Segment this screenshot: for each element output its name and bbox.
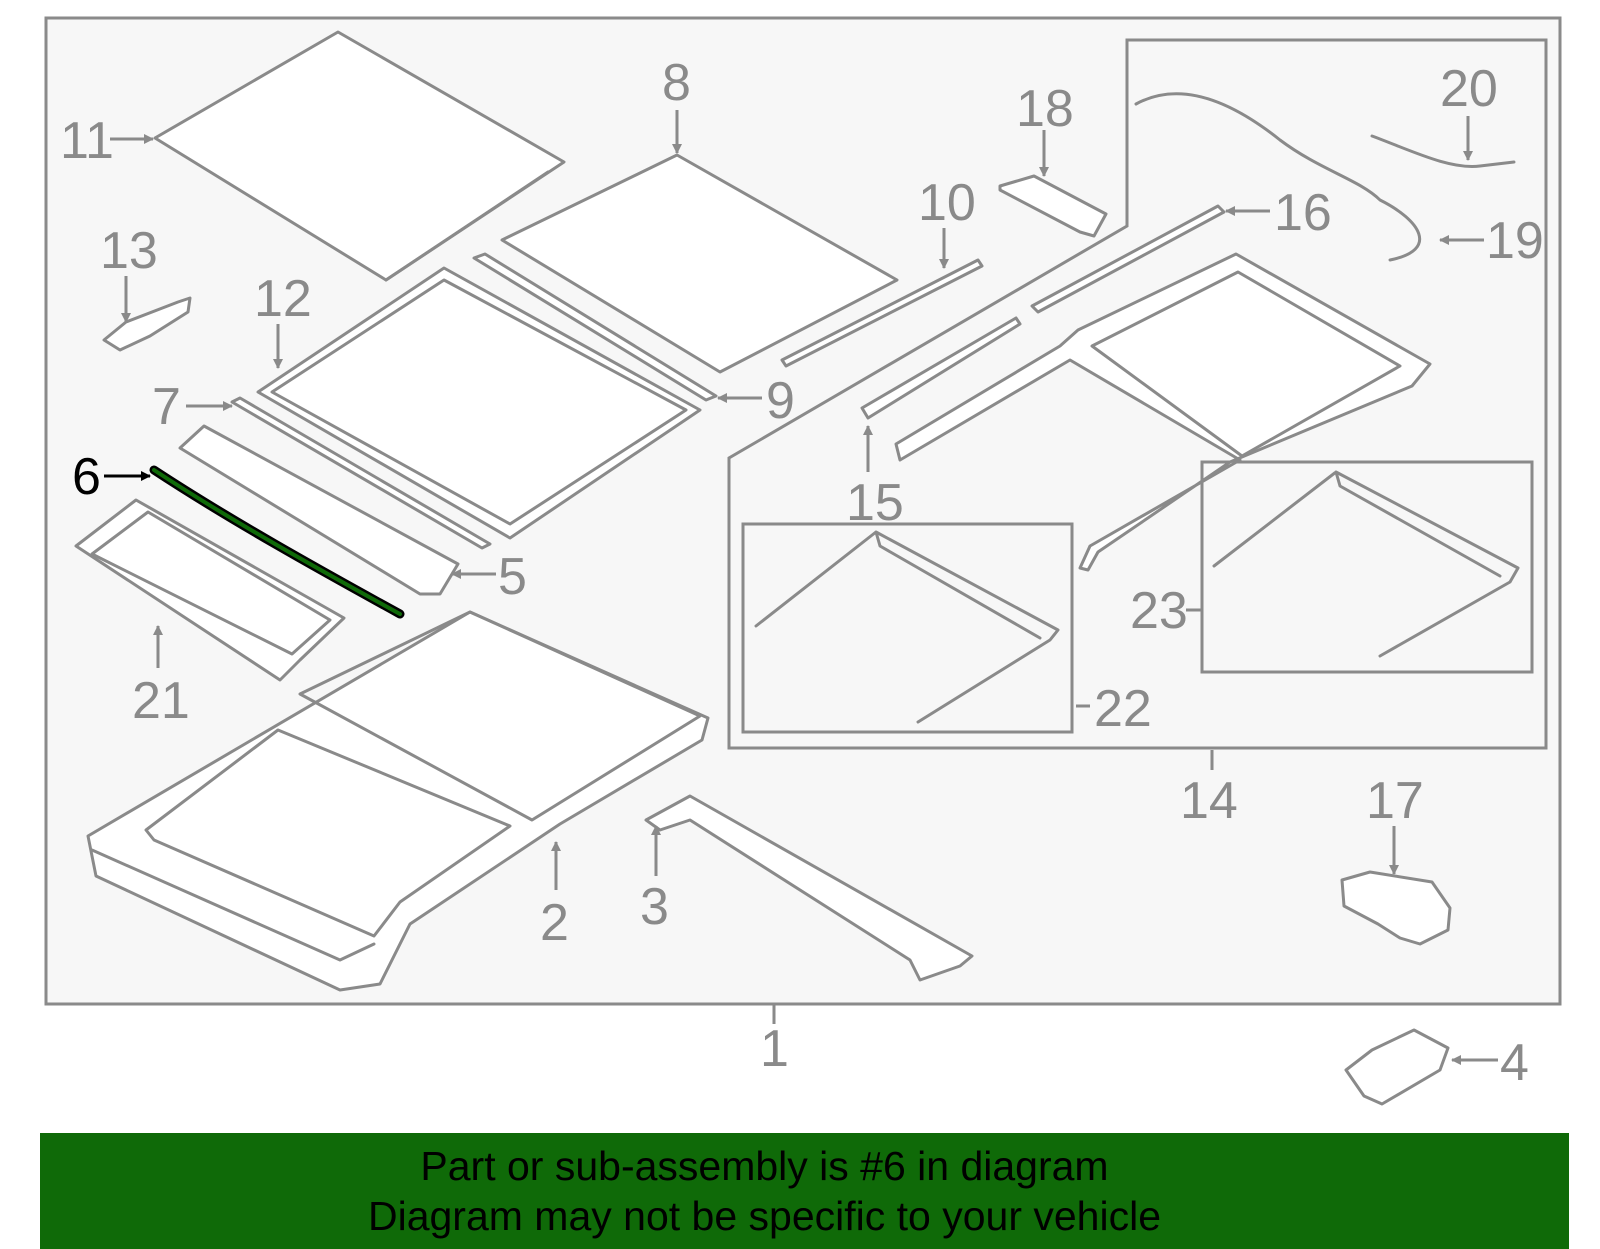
callout-14: 14 — [1180, 772, 1238, 830]
part-14-frame — [894, 252, 1432, 572]
part-8-glass — [500, 153, 899, 374]
part-7-strip — [230, 396, 492, 550]
part-20-harness — [1370, 134, 1516, 169]
callout-16: 16 — [1274, 184, 1332, 242]
banner-line-2: Diagram may not be specific to your vehi… — [367, 1193, 1161, 1239]
callout-5: 5 — [498, 548, 527, 606]
callout-12: 12 — [254, 270, 312, 328]
part-17-bracket — [1340, 870, 1452, 946]
callout-8: 8 — [662, 54, 691, 112]
callout-10: 10 — [918, 174, 976, 232]
callout-11: 11 — [60, 112, 114, 170]
info-banner: Part or sub-assembly is #6 in diagram Di… — [40, 1133, 1569, 1249]
part-15-guide — [860, 316, 1022, 420]
part-12-frame — [256, 266, 702, 540]
callout-2: 2 — [540, 894, 569, 952]
callout-22: 22 — [1094, 680, 1152, 738]
part-16-rail — [1030, 204, 1226, 314]
part-13-clip — [102, 296, 192, 352]
callout-7: 7 — [152, 378, 181, 436]
part-23-assembly — [1212, 470, 1520, 658]
assembly-14-frame — [727, 38, 1548, 750]
part-19-harness — [1134, 92, 1422, 262]
banner-line-1: Part or sub-assembly is #6 in diagram — [420, 1143, 1109, 1189]
callout-1: 1 — [760, 1020, 789, 1078]
callout-21: 21 — [132, 672, 190, 730]
part-21-sunshade — [74, 498, 346, 682]
part-22-assembly — [754, 530, 1060, 724]
part-18-bracket — [998, 174, 1108, 238]
callout-6: 6 — [72, 448, 101, 506]
assembly-22-frame — [741, 522, 1074, 734]
callout-20: 20 — [1440, 60, 1498, 118]
callout-9: 9 — [766, 372, 795, 430]
part-11-roof-panel — [153, 30, 566, 282]
part-10-strip — [780, 258, 984, 368]
callout-19: 19 — [1486, 212, 1544, 270]
part-4-bracket — [1344, 1028, 1450, 1106]
callout-4: 4 — [1500, 1034, 1529, 1092]
callout-17: 17 — [1366, 772, 1424, 830]
callout-18: 18 — [1016, 80, 1074, 138]
callout-13: 13 — [100, 222, 158, 280]
part-9-strip — [472, 252, 718, 402]
callout-23: 23 — [1130, 582, 1188, 640]
assembly-23-frame — [1200, 460, 1534, 674]
callout-3: 3 — [640, 878, 669, 936]
part-5-deflector — [178, 424, 460, 596]
callout-15: 15 — [846, 474, 904, 532]
part-3-rail — [644, 794, 974, 982]
